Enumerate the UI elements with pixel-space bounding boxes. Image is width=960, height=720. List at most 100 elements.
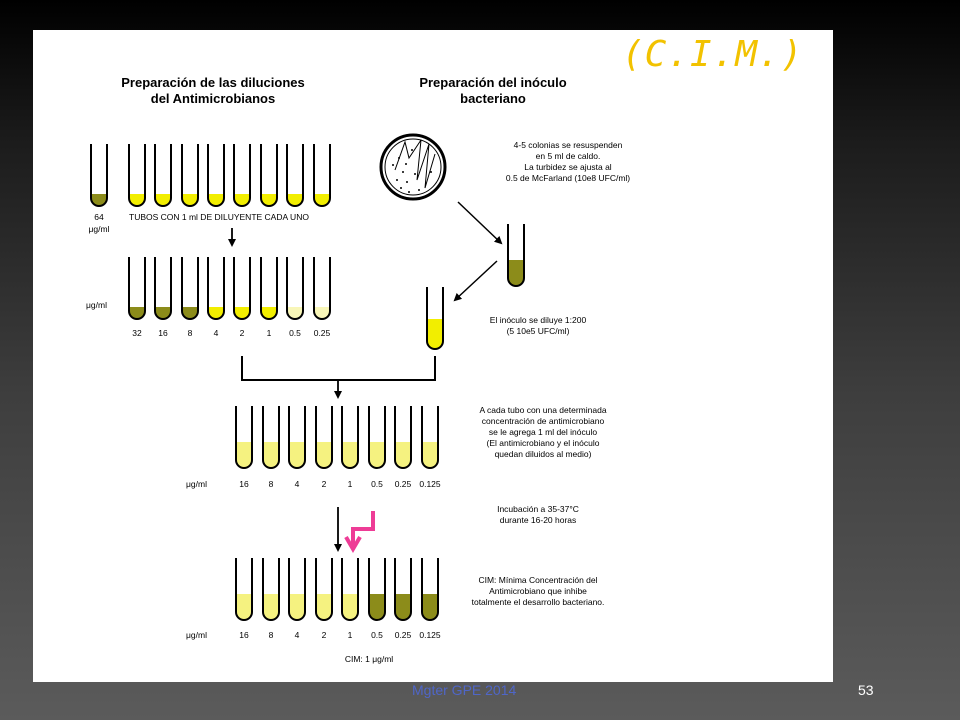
note-line: 4-5 colonias se resuspenden xyxy=(514,140,623,150)
result-tube xyxy=(315,558,333,621)
result-tube xyxy=(394,558,412,621)
stock-tube xyxy=(90,144,108,207)
row2-value: 1 xyxy=(267,328,272,338)
inoculum-tubes xyxy=(426,224,525,350)
inoculated-tube xyxy=(341,406,359,469)
dilution-tube xyxy=(154,257,172,320)
row4-result-tubes xyxy=(235,558,439,621)
note-line: Antimicrobiano que inhibe xyxy=(489,586,587,596)
cim-title: (C.I.M.) xyxy=(622,34,804,75)
result-tube xyxy=(288,558,306,621)
dilution-tube xyxy=(207,257,225,320)
heading-inoculum-line2: bacteriano xyxy=(460,91,526,106)
note-line: (5 10e5 UFC/ml) xyxy=(507,326,570,336)
note-line: El inóculo se diluye 1:200 xyxy=(490,315,587,325)
row2-value: 0.5 xyxy=(289,328,301,338)
row3-value: 2 xyxy=(322,479,327,489)
row4-value: 0.125 xyxy=(419,630,441,640)
arrow-tube-to-diluted xyxy=(453,260,498,302)
slide-number: 53 xyxy=(858,682,874,698)
row2-dilution-tubes xyxy=(128,257,331,320)
row2-value: 32 xyxy=(132,328,142,338)
heading-dilutions-line2: del Antimicrobianos xyxy=(151,91,275,106)
row3-value: 16 xyxy=(239,479,249,489)
note-line: CIM: Mínima Concentración del xyxy=(478,575,597,585)
inoculated-tube xyxy=(421,406,439,469)
dilution-tube xyxy=(233,257,251,320)
row4-value: 1 xyxy=(348,630,353,640)
dilution-tube xyxy=(128,257,146,320)
pink-arrow-icon xyxy=(344,511,375,553)
note-line: durante 16-20 horas xyxy=(500,515,577,525)
diluent-tube xyxy=(286,144,304,207)
petri-dish-icon xyxy=(379,133,447,201)
note-line: totalmente el desarrollo bacteriano. xyxy=(472,597,605,607)
diluted-inoculum-tube xyxy=(426,287,444,350)
heading-dilutions-line1: Preparación de las diluciones xyxy=(121,75,305,90)
result-tube xyxy=(421,558,439,621)
row3-unit: μg/ml xyxy=(186,479,207,489)
inoculum-suspension-tube xyxy=(507,224,525,287)
inoculated-tube xyxy=(262,406,280,469)
diluent-tube xyxy=(260,144,278,207)
row4-value: 4 xyxy=(295,630,300,640)
stock-tube-value: 64 xyxy=(94,212,104,222)
result-tube xyxy=(341,558,359,621)
result-tube xyxy=(262,558,280,621)
note-line: concentración de antimicrobiano xyxy=(482,416,605,426)
diluent-tube xyxy=(181,144,199,207)
dilution-tube xyxy=(286,257,304,320)
inoculated-tube xyxy=(368,406,386,469)
inoculated-tube xyxy=(315,406,333,469)
note-cim-definition: CIM: Mínima Concentración delAntimicrobi… xyxy=(472,575,605,607)
arrow-dish-to-tube xyxy=(457,201,503,245)
row3-value: 0.25 xyxy=(395,479,412,489)
heading-inoculum-line1: Preparación del inóculo xyxy=(419,75,566,90)
row4-unit: μg/ml xyxy=(186,630,207,640)
stock-tube-unit: μg/ml xyxy=(89,224,110,234)
note-line: Incubación a 35-37°C xyxy=(497,504,579,514)
dilution-tube xyxy=(260,257,278,320)
diluent-tube xyxy=(128,144,146,207)
inoculated-tube xyxy=(235,406,253,469)
result-tube xyxy=(235,558,253,621)
diluent-tube xyxy=(154,144,172,207)
diluent-tube xyxy=(207,144,225,207)
row4-value: 8 xyxy=(269,630,274,640)
row2-value: 0.25 xyxy=(314,328,331,338)
note-dilute: El inóculo se diluye 1:200(5 10e5 UFC/ml… xyxy=(490,315,587,336)
mic-diagram: Preparación de las diluciones del Antimi… xyxy=(86,75,630,664)
row4-value: 0.5 xyxy=(371,630,383,640)
diluent-tube xyxy=(313,144,331,207)
dilution-tube xyxy=(181,257,199,320)
diluent-label: TUBOS CON 1 ml DE DILUYENTE CADA UNO xyxy=(129,212,309,222)
result-tube xyxy=(368,558,386,621)
row3-value: 1 xyxy=(348,479,353,489)
note-line: (El antimicrobiano y el inóculo xyxy=(487,438,600,448)
row2-value: 4 xyxy=(214,328,219,338)
row3-value: 4 xyxy=(295,479,300,489)
footer-author: Mgter GPE 2014 xyxy=(412,682,517,698)
row2-unit: μg/ml xyxy=(86,300,107,310)
connector-bracket xyxy=(241,356,436,381)
note-line: quedan diluidos al medio) xyxy=(495,449,592,459)
note-line: se le agrega 1 ml del inóculo xyxy=(489,427,597,437)
row3-value: 0.125 xyxy=(419,479,441,489)
diluent-tube xyxy=(233,144,251,207)
result-label: CIM: 1 μg/ml xyxy=(345,654,393,664)
note-add: A cada tubo con una determinadaconcentra… xyxy=(479,405,606,459)
row4-value: 2 xyxy=(322,630,327,640)
dilution-tube xyxy=(313,257,331,320)
row3-value: 8 xyxy=(269,479,274,489)
row2-value: 2 xyxy=(240,328,245,338)
row2-value: 8 xyxy=(188,328,193,338)
inoculated-tube xyxy=(288,406,306,469)
row3-inoculated-tubes xyxy=(235,406,439,469)
row1-diluent-tubes xyxy=(90,144,331,207)
inoculated-tube xyxy=(394,406,412,469)
